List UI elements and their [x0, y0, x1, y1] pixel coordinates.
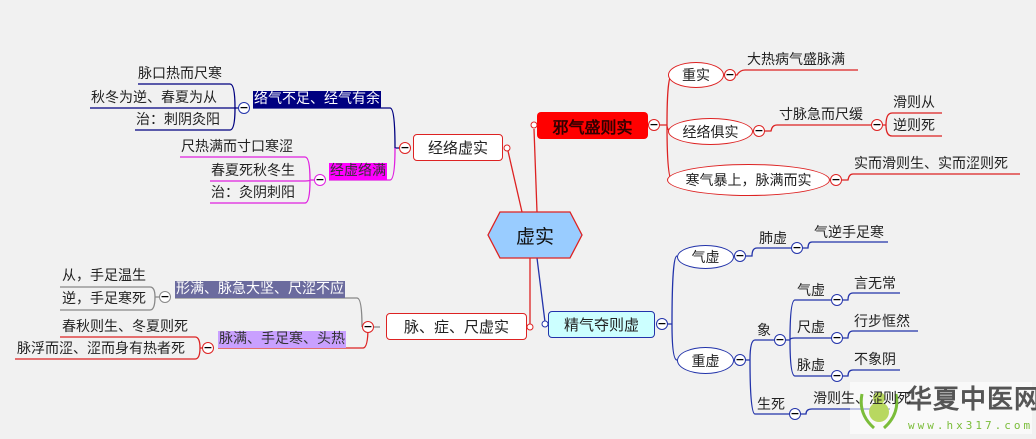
collapse-toggle[interactable]: − [159, 290, 171, 303]
leaf-text[interactable]: 实而滑则生、实而涩则死 [854, 156, 1008, 172]
topic-meridian[interactable]: 经络虚实 [413, 134, 503, 161]
topic-deficiency[interactable]: 精气夺则虚 [548, 311, 655, 338]
leaf-text[interactable]: 气逆手足寒 [814, 225, 884, 241]
watermark-logo-icon [859, 392, 899, 430]
collapse-toggle[interactable]: − [202, 341, 214, 354]
node-form-full[interactable]: 形满、脉急大坚、尺涩不应 [175, 281, 345, 298]
leaf-text[interactable]: 逆，手足寒死 [62, 291, 146, 307]
leaf-text[interactable]: 滑则从 [893, 95, 935, 111]
leaf-text[interactable]: 大热病气盛脉满 [747, 52, 845, 68]
leaf-text[interactable]: 不象阴 [854, 352, 896, 368]
collapse-toggle[interactable]: − [753, 124, 765, 137]
collapse-toggle[interactable]: − [831, 331, 843, 344]
leaf-text[interactable]: 气虚 [797, 283, 825, 299]
leaf-text[interactable]: 从，手足温生 [62, 268, 146, 284]
leaf-text[interactable]: 春秋则生、冬夏则死 [62, 319, 188, 335]
leaf-text[interactable]: 脉口热而尺寒 [138, 66, 222, 82]
leaf-text[interactable]: 肺虚 [759, 231, 787, 247]
leaf-text[interactable]: 滑则生、涩则死 [813, 391, 911, 407]
leaf-text[interactable]: 脉浮而涩、涩而身有热者死 [17, 341, 185, 357]
collapse-toggle[interactable]: − [238, 101, 250, 114]
leaf-text[interactable]: 逆则死 [893, 118, 935, 134]
leaf-text[interactable]: 秋冬为逆、春夏为从 [91, 90, 217, 106]
collapse-toggle[interactable]: − [831, 293, 843, 306]
node-meridian-deficient[interactable]: 经虚络满 [329, 163, 387, 180]
collapse-toggle[interactable]: − [724, 68, 736, 81]
watermark: 华夏中医网 www.hx317.com [850, 382, 1036, 434]
collapse-toggle[interactable]: − [734, 353, 746, 366]
topic-excess[interactable]: 邪气盛则实 [537, 112, 648, 139]
collapse-toggle[interactable]: − [314, 173, 326, 186]
central-topic-shape [487, 211, 583, 259]
leaf-text[interactable]: 行步恇然 [854, 314, 910, 330]
leaf-text[interactable]: 治：刺阴灸阳 [136, 112, 220, 128]
collapse-toggle[interactable]: − [656, 317, 668, 330]
leaf-text[interactable]: 脉虚 [797, 358, 825, 374]
collapse-toggle[interactable]: − [831, 369, 843, 382]
collapse-toggle[interactable]: − [399, 141, 411, 154]
collapse-toggle[interactable]: − [648, 118, 660, 131]
node-collateral-deficient[interactable]: 络气不足、经气有余 [253, 91, 381, 108]
leaf-text[interactable]: 尺虚 [797, 320, 825, 336]
node-pulse-full[interactable]: 脉满、手足寒、头热 [218, 331, 346, 348]
leaf-text[interactable]: 春夏死秋冬生 [211, 163, 295, 179]
collapse-toggle[interactable]: − [830, 173, 842, 186]
leaf-text[interactable]: 寸脉急而尺缓 [779, 107, 863, 123]
watermark-name: 华夏中医网 [906, 385, 1036, 415]
leaf-text[interactable]: 尺热满而寸口寒涩 [181, 139, 293, 155]
leaf-text[interactable]: 言无常 [854, 276, 896, 292]
collapse-toggle[interactable]: − [791, 241, 803, 254]
leaf-text[interactable]: 象 [757, 323, 771, 339]
node-heavy-deficiency[interactable]: 重虚 [677, 347, 734, 374]
node-heavy-excess[interactable]: 重实 [668, 62, 724, 88]
node-qi-deficiency[interactable]: 气虚 [677, 245, 734, 269]
collapse-toggle[interactable]: − [774, 333, 786, 346]
node-cold-excess[interactable]: 寒气暴上，脉满而实 [667, 164, 830, 196]
watermark-url: www.hx317.com [908, 419, 1034, 432]
node-both-excess[interactable]: 经络俱实 [668, 118, 753, 145]
collapse-toggle[interactable]: − [362, 320, 374, 333]
leaf-text[interactable]: 治：灸阴刺阳 [211, 185, 295, 201]
collapse-toggle[interactable]: − [734, 249, 746, 262]
leaf-text[interactable]: 生死 [757, 397, 785, 413]
collapse-toggle[interactable]: − [871, 118, 883, 131]
central-topic[interactable]: 虚实 [515, 225, 554, 248]
topic-pulse[interactable]: 脉、症、尺虚实 [386, 313, 527, 340]
collapse-toggle[interactable]: − [789, 407, 801, 420]
